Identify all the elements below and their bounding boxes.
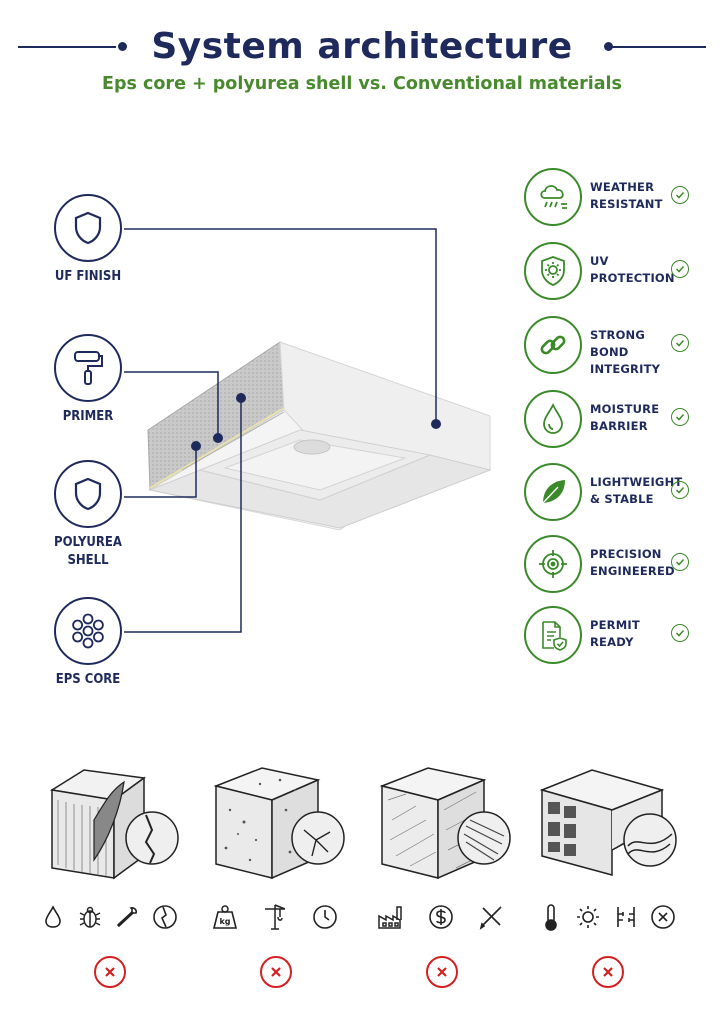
feature-weather-resistant: WEATHER RESISTANT <box>524 168 714 230</box>
x-circle-icon <box>94 956 126 988</box>
weight-kg-label: kg <box>219 917 230 926</box>
pvc-profile-illustration <box>539 769 677 876</box>
layer-primer: PRIMER <box>23 334 153 426</box>
shield-icon <box>54 460 122 528</box>
layer-label: PRIMER <box>62 409 114 424</box>
feature-uv-protection: UV PROTECTION <box>524 242 714 304</box>
connector-dot-uf-finish <box>431 419 441 429</box>
x-circle-icon <box>426 956 458 988</box>
dollar-icon <box>426 902 456 932</box>
sun-icon <box>573 902 603 932</box>
material-icon-row: kg <box>200 900 350 934</box>
feature-lightweight-stable: LIGHTWEIGHT & STABLE <box>524 463 714 525</box>
feature-label: MOISTURE BARRIER <box>590 402 660 433</box>
connector-dot-eps-core <box>236 393 246 403</box>
target-icon <box>524 535 582 593</box>
material-icon-row <box>532 900 682 934</box>
crane-icon <box>260 902 290 932</box>
tools-icon <box>476 902 506 932</box>
cracked-circle-icon <box>150 902 180 932</box>
clock-icon <box>310 902 340 932</box>
connector-eps-core <box>124 398 242 633</box>
check-icon <box>671 481 689 499</box>
document-shield-icon <box>524 606 582 664</box>
connector-primer <box>124 371 219 438</box>
check-icon <box>671 334 689 352</box>
weight-icon: kg <box>210 902 240 932</box>
material-icon-row <box>366 900 516 934</box>
feature-label: PRECISION ENGINEERED <box>590 547 675 578</box>
wood-block-illustration <box>49 769 179 880</box>
cloud-rain-icon <box>524 168 582 226</box>
material-concrete: kg <box>200 760 350 1000</box>
layer-uf-finish: UF FINISH <box>23 194 153 286</box>
title-dot-left <box>118 42 127 51</box>
sun-shield-icon <box>524 242 582 300</box>
bug-icon <box>75 902 105 932</box>
material-plaster <box>366 760 516 1000</box>
feature-label: LIGHTWEIGHT & STABLE <box>590 475 683 506</box>
plaster-block-illustration <box>379 767 511 880</box>
material-pvc <box>532 760 682 1000</box>
layer-eps-core: EPS CORE <box>23 597 153 689</box>
x-circle-icon <box>648 902 678 932</box>
page-subtitle: Eps core + polyurea shell vs. Convention… <box>102 74 622 94</box>
check-icon <box>671 624 689 642</box>
material-icon-row <box>34 900 184 934</box>
page-title: System architecture <box>151 26 573 67</box>
feature-moisture-barrier: MOISTURE BARRIER <box>524 390 714 452</box>
wrench-icon <box>113 902 143 932</box>
beads-icon <box>54 597 122 665</box>
feature-label: UV PROTECTION <box>590 254 675 285</box>
water-drop-icon <box>38 902 68 932</box>
feature-label: WEATHER RESISTANT <box>590 180 663 211</box>
title-row: System architecture <box>0 22 724 72</box>
connector-uf-finish <box>124 228 437 424</box>
connector-polyurea <box>124 446 197 498</box>
feature-label: STRONG BOND INTEGRITY <box>590 328 661 376</box>
water-drop-icon <box>524 390 582 448</box>
connector-dot-polyurea <box>191 441 201 451</box>
feature-label: PERMIT READY <box>590 618 640 649</box>
layer-label: POLYUREA SHELL <box>54 535 122 568</box>
leaf-icon <box>524 463 582 521</box>
title-dot-right <box>604 42 613 51</box>
check-icon <box>671 186 689 204</box>
check-icon <box>671 408 689 426</box>
title-rule-left <box>18 46 116 48</box>
factory-icon <box>376 902 406 932</box>
title-rule-right <box>612 46 706 48</box>
layer-label: EPS CORE <box>55 672 121 687</box>
x-circle-icon <box>260 956 292 988</box>
shield-icon <box>54 194 122 262</box>
thermometer-icon <box>536 902 566 932</box>
paint-roller-icon <box>54 334 122 402</box>
chain-link-icon <box>524 316 582 374</box>
feature-permit-ready: PERMIT READY <box>524 606 714 668</box>
panel-illustration <box>147 341 492 531</box>
layer-diagram <box>124 228 492 633</box>
feature-strong-bond: STRONG BOND INTEGRITY <box>524 316 714 378</box>
x-circle-icon <box>592 956 624 988</box>
layer-label: UF FINISH <box>54 269 122 284</box>
expansion-icon <box>611 902 641 932</box>
material-wood <box>34 760 184 1000</box>
concrete-block-illustration <box>213 767 345 880</box>
check-icon <box>671 553 689 571</box>
layer-polyurea-shell: POLYUREA SHELL <box>23 460 153 570</box>
connector-dot-primer <box>213 433 223 443</box>
check-icon <box>671 260 689 278</box>
feature-precision-engineered: PRECISION ENGINEERED <box>524 535 714 597</box>
